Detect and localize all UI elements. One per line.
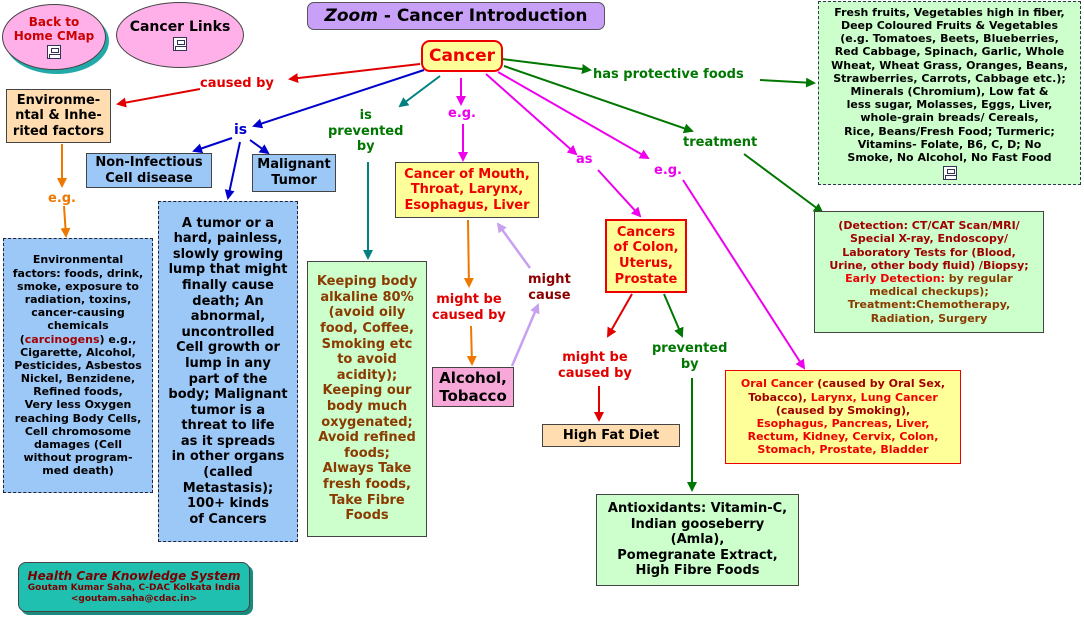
cancer-links-label: Cancer Links: [129, 18, 231, 35]
malignant-tumor-label: Malignant Tumor: [257, 157, 331, 188]
link-caused-by: caused by: [200, 76, 274, 91]
env-detail-post: ) e.g., Cigarette, Alcohol, Pesticides, …: [14, 332, 142, 478]
cancer-label: Cancer: [428, 45, 496, 66]
concept-map-icon[interactable]: [173, 37, 187, 52]
alcohol-tobacco-node: Alcohol, Tobacco: [432, 367, 514, 407]
malignant-tumor-node: Malignant Tumor: [252, 154, 336, 192]
env-detail-pre: Environmental factors: foods, drink, smo…: [12, 253, 144, 346]
link-as: as: [576, 152, 593, 167]
link-treatment: treatment: [683, 135, 758, 150]
cancer-types-text: Oral Cancer (caused by Oral Sex, Tobacco…: [741, 377, 945, 456]
environmental-detail-node: Environmental factors: foods, drink, smo…: [3, 238, 153, 493]
link-is-prevented-by: is prevented by: [328, 108, 404, 155]
mouth-cancer-label: Cancer of Mouth, Throat, Larynx, Esophag…: [404, 166, 530, 213]
link-eg-environmental: e.g.: [48, 191, 76, 206]
cancer-types-node: Oral Cancer (caused by Oral Sex, Tobacco…: [725, 370, 961, 464]
early-detection-text: Early Detection:: [845, 272, 945, 285]
colon-cancer-label: Cancers of Colon, Uterus, Prostate: [613, 224, 679, 287]
treatment-node: (Detection: CT/CAT Scan/MRI/ Special X-r…: [814, 211, 1044, 333]
antioxidants-label: Antioxidants: Vitamin-C, Indian gooseber…: [607, 501, 788, 579]
cancer-links-link[interactable]: Cancer Links: [116, 2, 244, 68]
smoking-cause-text: (caused by Smoking),: [775, 403, 911, 417]
prevention-node: Keeping body alkaline 80% (avoid oily fo…: [307, 261, 427, 537]
link-eg-mouth: e.g.: [448, 106, 476, 121]
mouth-cancer-node: Cancer of Mouth, Throat, Larynx, Esophag…: [395, 162, 539, 218]
footer-title: Health Care Knowledge System: [27, 569, 241, 583]
detection-text: (Detection: CT/CAT Scan/MRI/ Special X-r…: [829, 219, 1029, 272]
alcohol-tobacco-label: Alcohol, Tobacco: [439, 369, 507, 405]
oral-cancer-text: Oral Cancer: [740, 377, 814, 391]
footer-author: Goutam Kumar Saha, C-DAC Kolkata India: [27, 583, 241, 594]
environmental-factors-node: Environme- ntal & Inhe- rited factors: [6, 89, 111, 143]
link-might-be-caused-by-2: might be caused by: [558, 350, 632, 381]
other-cancers-text: Esophagus, Pancreas, Liver, Rectum, Kidn…: [747, 417, 939, 457]
protective-foods-text: Fresh fruits, Vegetables high in fiber, …: [831, 5, 1068, 164]
concept-map-icon[interactable]: [47, 45, 61, 60]
link-might-cause: might cause: [528, 272, 571, 303]
prevention-text: Keeping body alkaline 80% (avoid oily fo…: [316, 274, 418, 524]
footer-email: <goutam.saha@cdac.in>: [70, 594, 198, 605]
link-has-protective-foods: has protective foods: [593, 67, 744, 82]
environmental-factors-label: Environme- ntal & Inhe- rited factors: [12, 92, 105, 139]
link-eg-oral: e.g.: [654, 163, 682, 178]
link-prevented-by: prevented by: [652, 341, 728, 372]
environmental-detail-text: Environmental factors: foods, drink, smo…: [13, 253, 143, 477]
title-text: - Cancer Introduction: [377, 5, 588, 26]
page-title: Zoom - Cancer Introduction: [307, 2, 605, 30]
link-might-be-caused-by-1: might be caused by: [432, 292, 506, 323]
antioxidants-node: Antioxidants: Vitamin-C, Indian gooseber…: [596, 494, 799, 586]
back-home-label: Back to Home CMap: [13, 14, 95, 43]
non-infectious-node: Non-Infectious Cell disease: [86, 153, 212, 188]
high-fat-diet-node: High Fat Diet: [542, 424, 680, 447]
carcinogens-text: carcinogens: [24, 332, 100, 346]
cancer-node: Cancer: [421, 40, 503, 72]
concept-map-icon[interactable]: [942, 166, 957, 181]
non-infectious-label: Non-Infectious Cell disease: [95, 154, 203, 186]
footer-credit: Health Care Knowledge System Goutam Kuma…: [18, 562, 250, 612]
title-zoom: Zoom: [324, 5, 378, 26]
colon-cancer-node: Cancers of Colon, Uterus, Prostate: [605, 219, 687, 293]
tumor-description-node: A tumor or a hard, painless, slowly grow…: [158, 201, 298, 542]
tumor-description-text: A tumor or a hard, painless, slowly grow…: [168, 215, 288, 527]
lung-cancer-text: Larynx, Lung Cancer: [810, 390, 938, 404]
treatment-text: (Detection: CT/CAT Scan/MRI/ Special X-r…: [829, 219, 1028, 325]
protective-foods-node: Fresh fruits, Vegetables high in fiber, …: [818, 1, 1081, 185]
link-is: is: [234, 122, 248, 138]
back-home-link[interactable]: Back to Home CMap: [2, 4, 106, 70]
high-fat-diet-label: High Fat Diet: [562, 427, 660, 443]
oral-cause-text: (caused by Oral Sex, Tobacco),: [748, 377, 946, 404]
treatment-detail-text: by regular medical checkups); Treatment:…: [847, 272, 1013, 325]
